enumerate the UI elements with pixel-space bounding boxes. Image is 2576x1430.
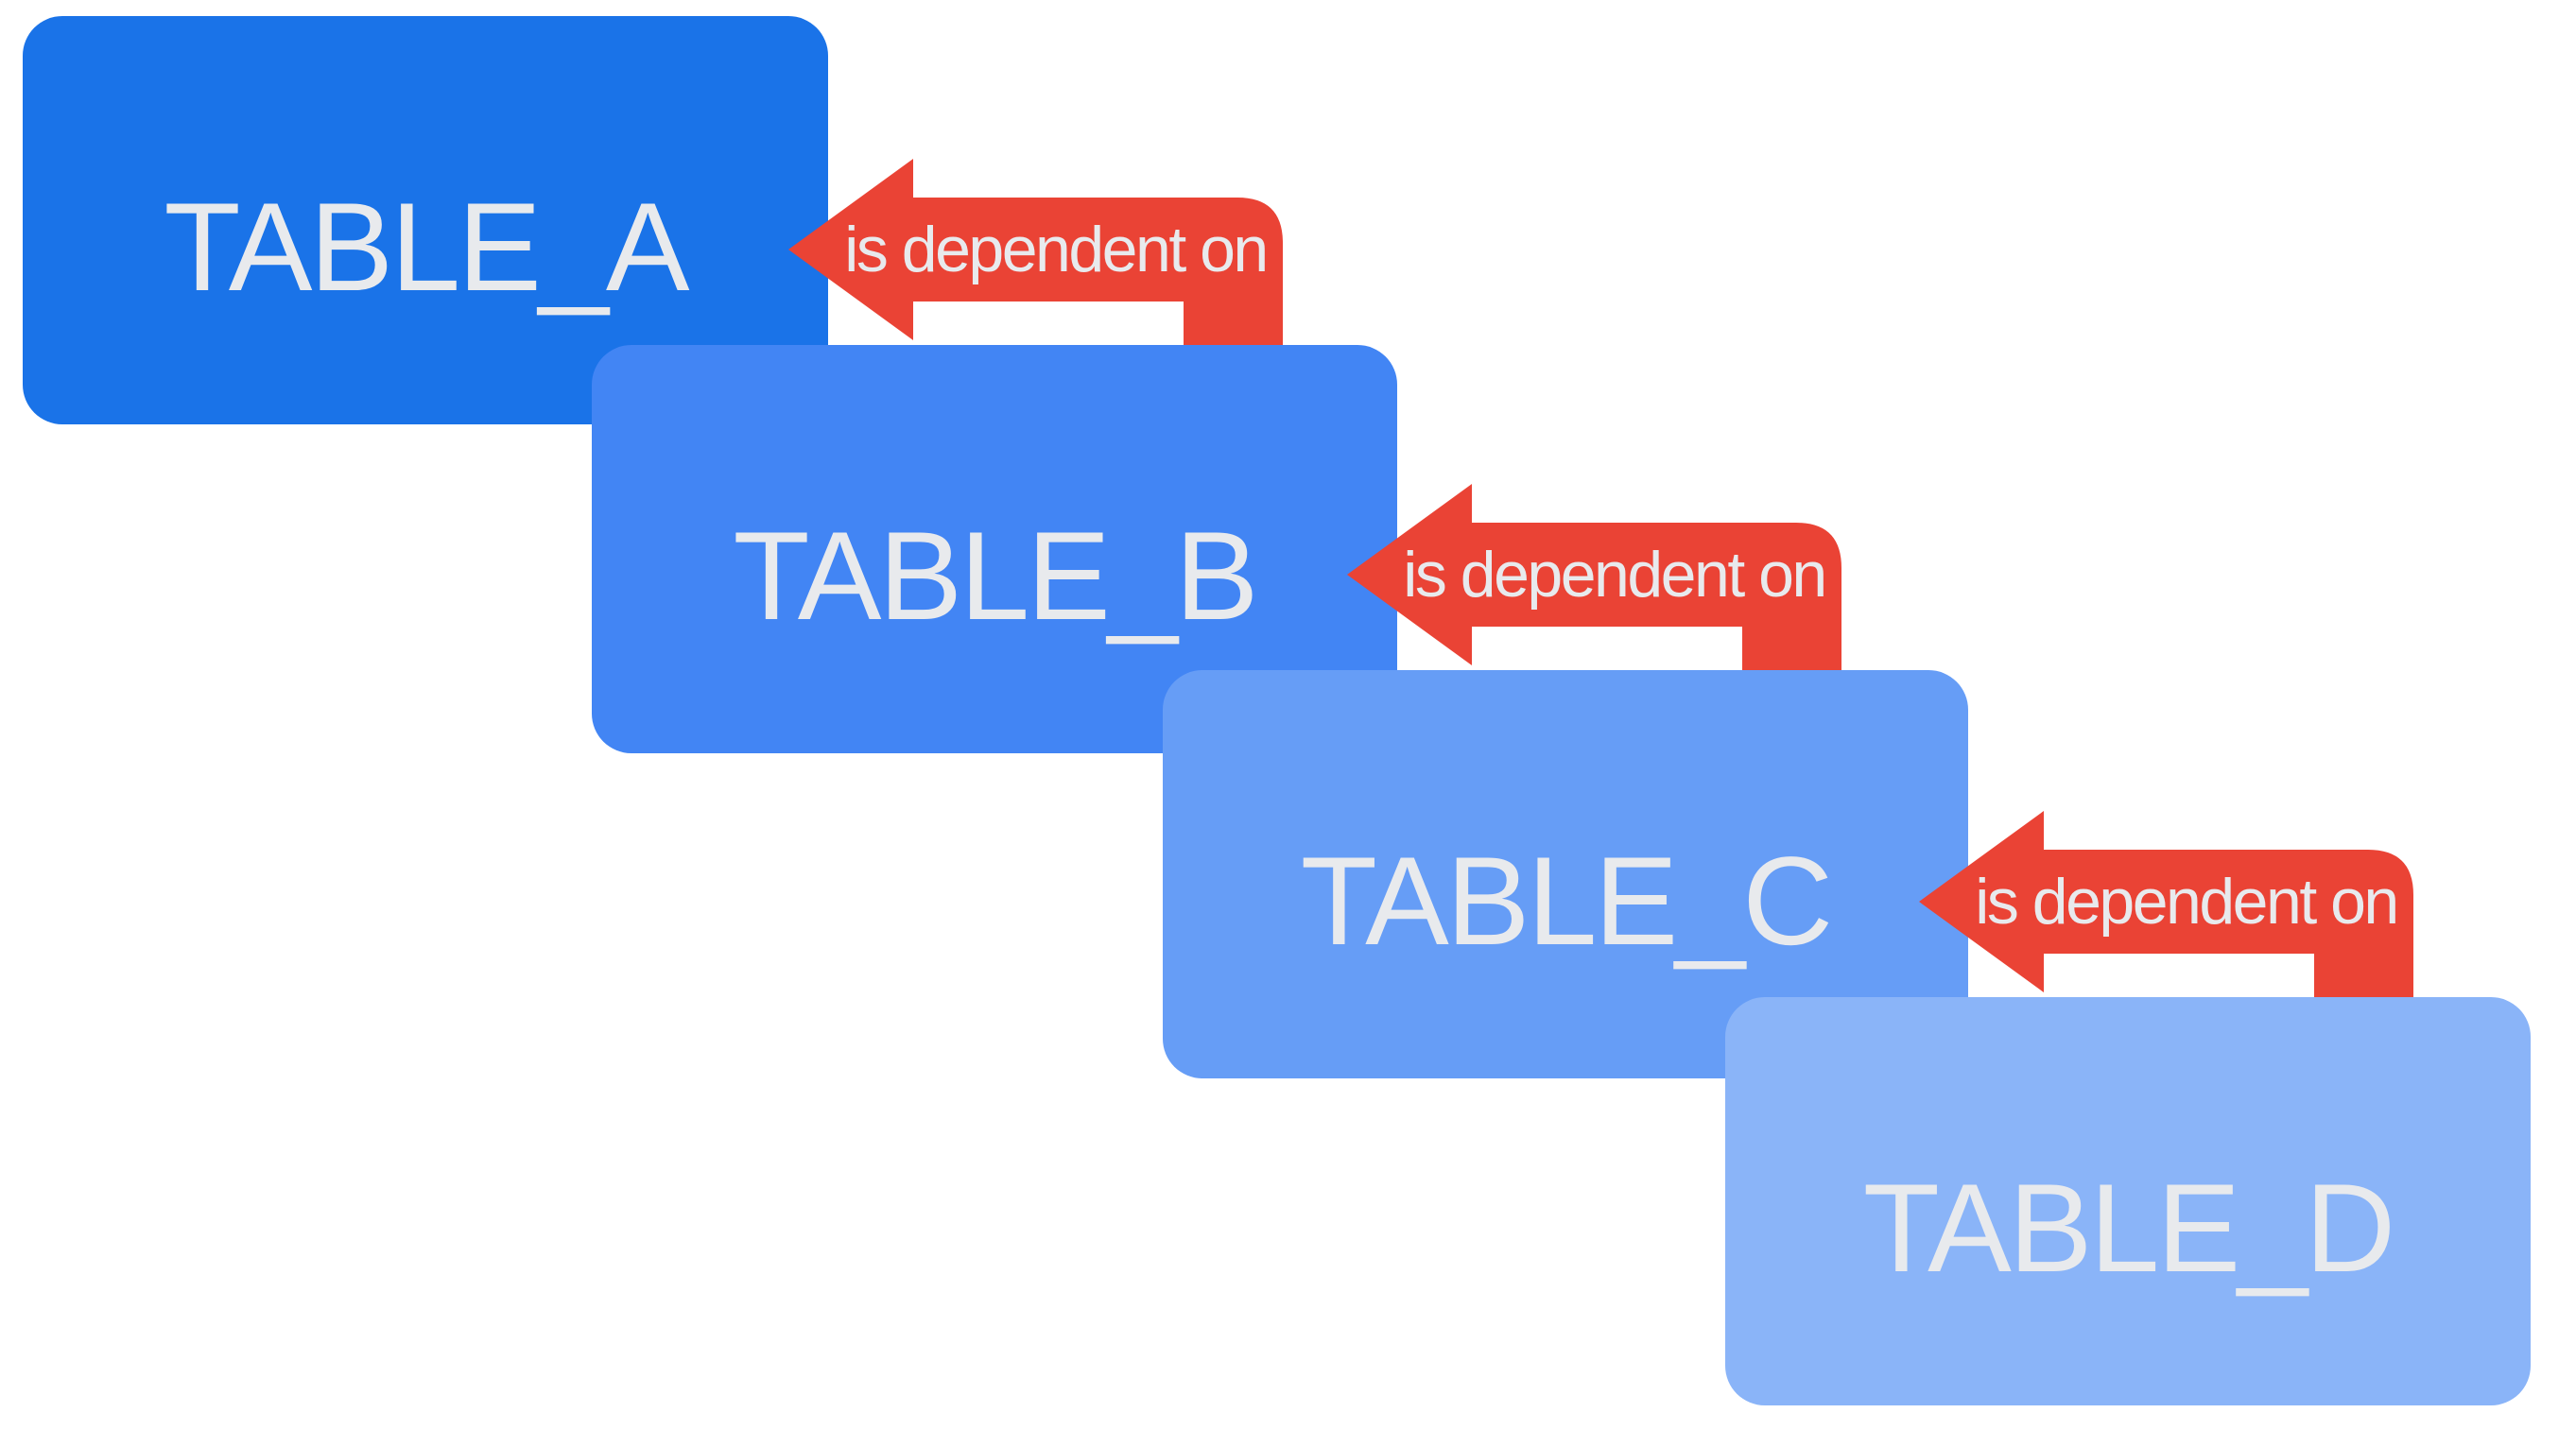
left-arrow-shape [788,159,1283,386]
table-d-node: TABLE_D [1725,997,2531,1405]
dependency-arrow-d-to-c: is dependent on [1919,811,2415,1038]
left-arrow-shape [1347,484,1841,711]
arrow-label: is dependent on [1975,866,2399,938]
left-arrow-shape [1919,811,2413,1038]
left-arrow-icon [1919,811,2413,1038]
arrow-label: is dependent on [844,214,1269,285]
table-b-label: TABLE_B [733,507,1258,646]
left-arrow-icon [788,159,1283,386]
arrow-label: is dependent on [1403,539,1827,611]
dependency-arrow-c-to-b: is dependent on [1347,484,1843,711]
dependency-arrow-b-to-a: is dependent on [788,159,1285,386]
left-arrow-icon [1347,484,1841,711]
table-c-label: TABLE_C [1300,832,1833,972]
table-a-label: TABLE_A [164,178,689,318]
table-d-label: TABLE_D [1862,1159,2395,1299]
table-a-node: TABLE_A [23,16,828,424]
